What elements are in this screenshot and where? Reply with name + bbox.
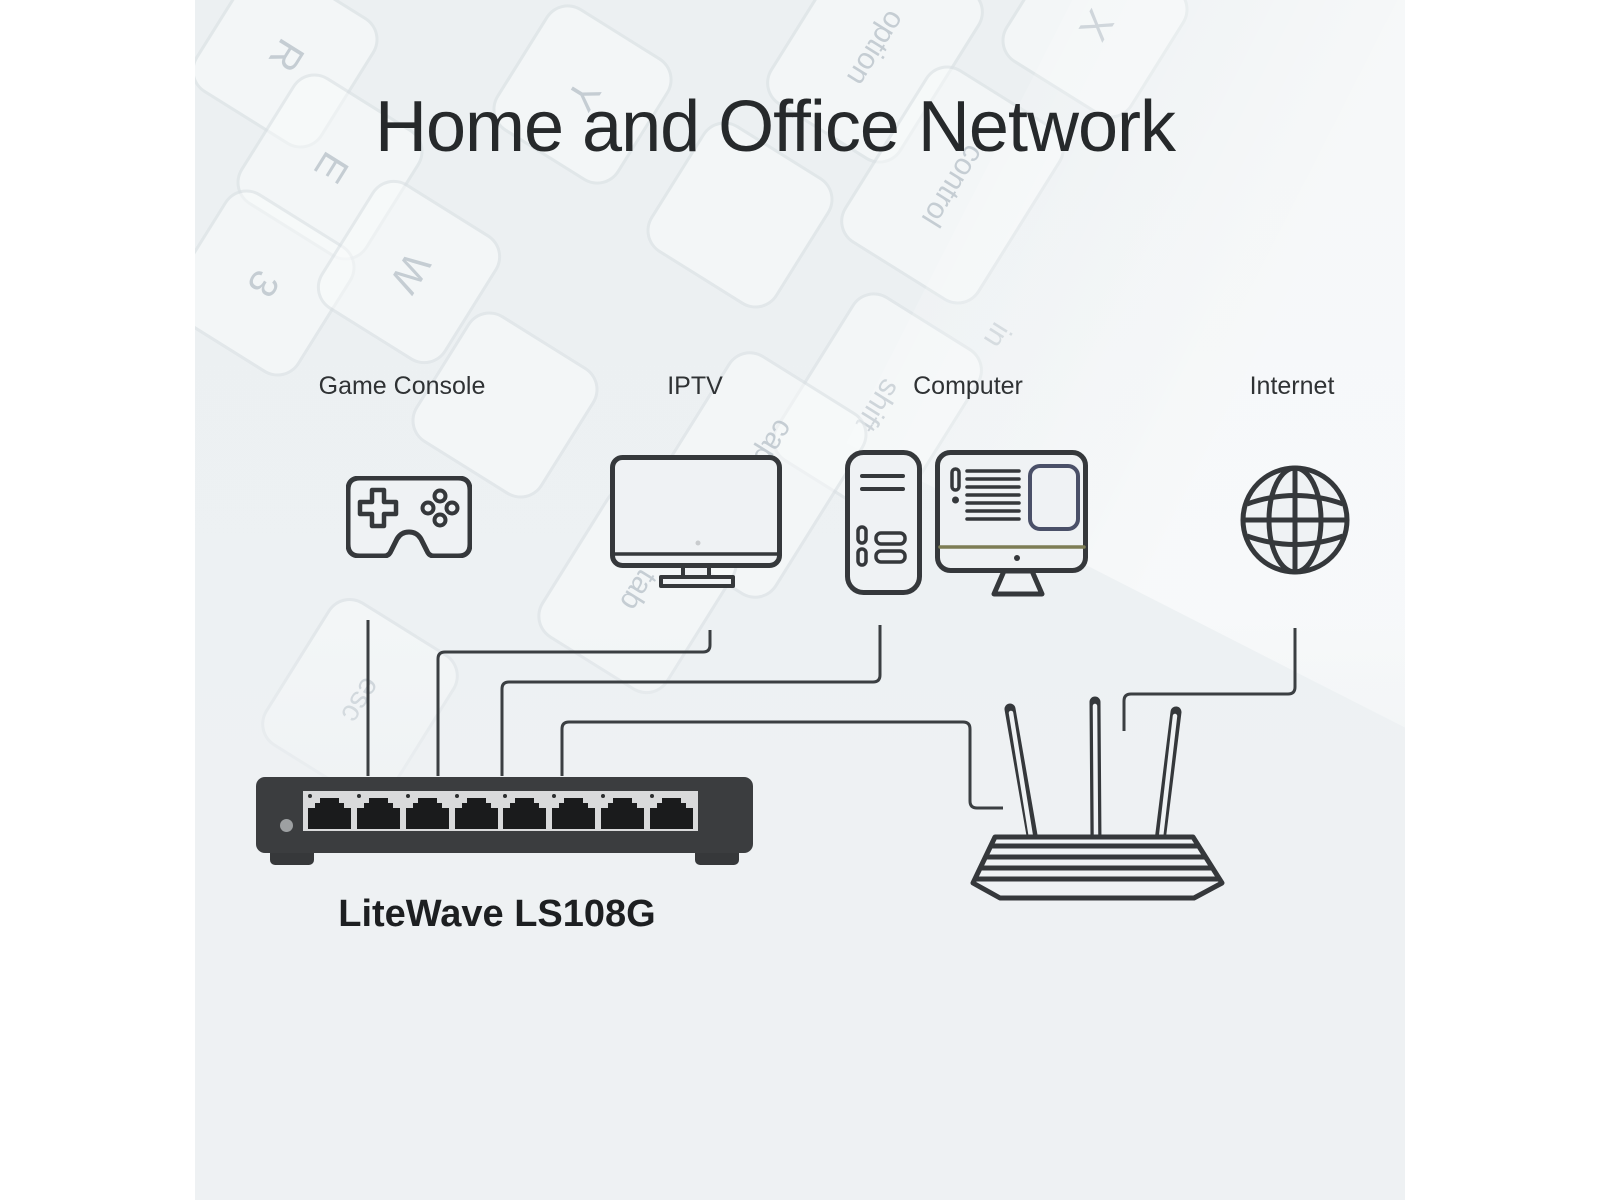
connection-internet-router (1122, 628, 1297, 731)
network-switch (256, 777, 753, 869)
switch-model-label: LiteWave LS108G (338, 893, 656, 935)
rj45-port-icon (649, 798, 693, 829)
rj45-port-icon (356, 798, 400, 829)
ethernet-port (649, 791, 693, 831)
switch-foot-right (695, 849, 739, 865)
label-internet: Internet (1249, 372, 1335, 400)
router-icon (950, 693, 1240, 913)
label-computer: Computer (913, 372, 1023, 400)
page-title: Home and Office Network (374, 87, 1176, 167)
rj45-port-icon (308, 798, 351, 829)
game-console-icon (346, 476, 472, 558)
rj45-port-icon (454, 798, 498, 829)
port-led (308, 794, 312, 798)
port-led (601, 794, 606, 798)
rj45-port-icon (552, 798, 596, 829)
router-antennas (1004, 696, 1182, 847)
connection-computer-switch (500, 625, 882, 776)
port-led (649, 794, 654, 798)
port-led (454, 794, 459, 798)
ethernet-port (552, 791, 596, 831)
port-led (503, 794, 508, 798)
switch-foot-left (270, 849, 314, 865)
port-led (552, 794, 557, 798)
switch-power-led (280, 819, 293, 832)
rj45-port-icon (503, 798, 547, 829)
monitor-icon (935, 450, 1088, 597)
label-iptv: IPTV (667, 372, 723, 400)
iptv-icon (610, 455, 782, 588)
rj45-port-icon (405, 798, 449, 829)
port-led (356, 794, 361, 798)
ethernet-port (308, 791, 351, 831)
dpad-icon (357, 487, 399, 529)
switch-port-panel (303, 791, 698, 831)
ethernet-port (405, 791, 449, 831)
diagram-canvas: RE3WYoptionXcontrolshiftcaps locktabesci… (195, 0, 1405, 1200)
connection-switch-router (560, 720, 1003, 810)
ethernet-port (356, 791, 400, 831)
rj45-port-icon (601, 798, 645, 829)
label-game-console: Game Console (318, 372, 486, 400)
connection-iptv-switch (436, 630, 712, 776)
gamepad-buttons (420, 488, 460, 528)
connection-lines (366, 620, 1297, 810)
internet-globe-icon (1238, 463, 1352, 577)
ethernet-port (454, 791, 498, 831)
ethernet-port (601, 791, 645, 831)
background-fade (195, 0, 1405, 1200)
pc-tower-icon (845, 450, 922, 595)
computer-icon (845, 450, 1088, 598)
ethernet-port (503, 791, 547, 831)
switch-body (256, 777, 753, 853)
port-led (405, 794, 410, 798)
